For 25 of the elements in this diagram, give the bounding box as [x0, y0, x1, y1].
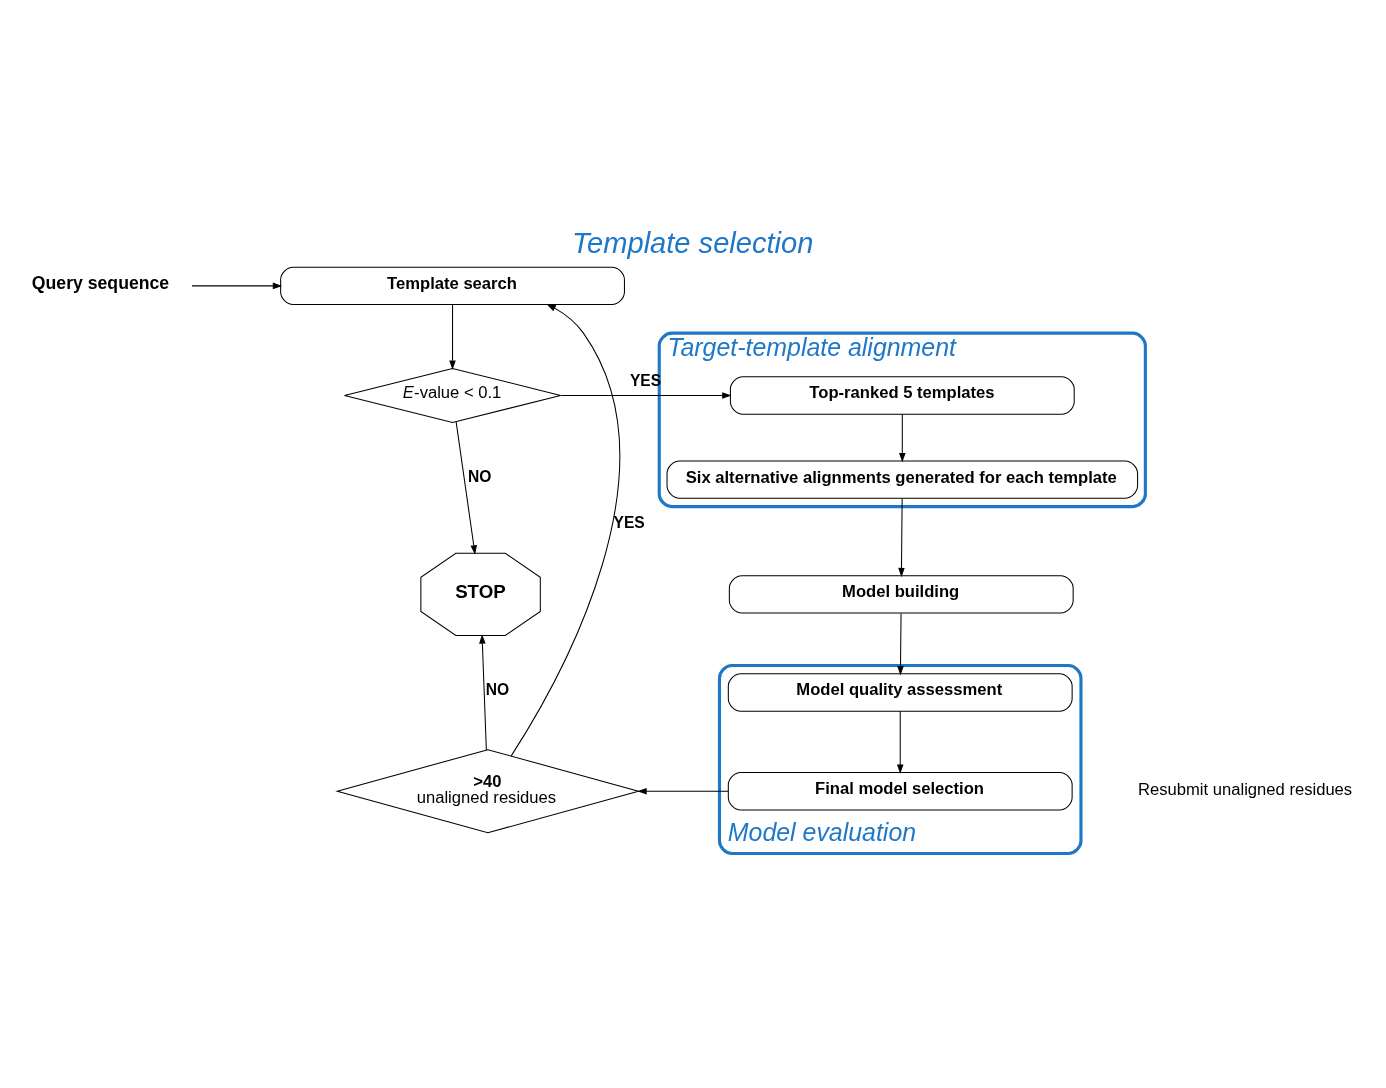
node-box: Final model selection — [727, 772, 1073, 811]
label: Resubmit unaligned residues — [1137, 780, 1353, 800]
arrow — [455, 421, 477, 555]
node-box: Six alternative alignments generated for each template — [666, 460, 1139, 499]
node-diamond: >40 unaligned residues — [335, 749, 641, 834]
arrow — [898, 498, 905, 578]
arrow — [510, 303, 620, 757]
arrow — [896, 710, 904, 774]
node-box: Top-ranked 5 templates — [729, 376, 1075, 415]
arrow — [191, 282, 283, 290]
arrow — [560, 392, 732, 399]
arrow — [449, 304, 456, 370]
node-diamond: E-value < 0.1 — [344, 367, 562, 423]
node-text: Query sequence — [31, 273, 170, 294]
arrow — [637, 787, 729, 795]
arrow — [899, 413, 906, 463]
diagram-title: Template selection — [571, 226, 814, 259]
node-box: Template search — [280, 266, 625, 306]
arrow — [479, 634, 487, 751]
edge-label: NO — [468, 468, 492, 486]
arrow — [897, 612, 904, 676]
node-box: Model quality assessment — [727, 673, 1073, 712]
node-box: Model building — [728, 575, 1074, 614]
edge-label: YES — [613, 514, 645, 532]
edge-label: NO — [485, 681, 510, 699]
